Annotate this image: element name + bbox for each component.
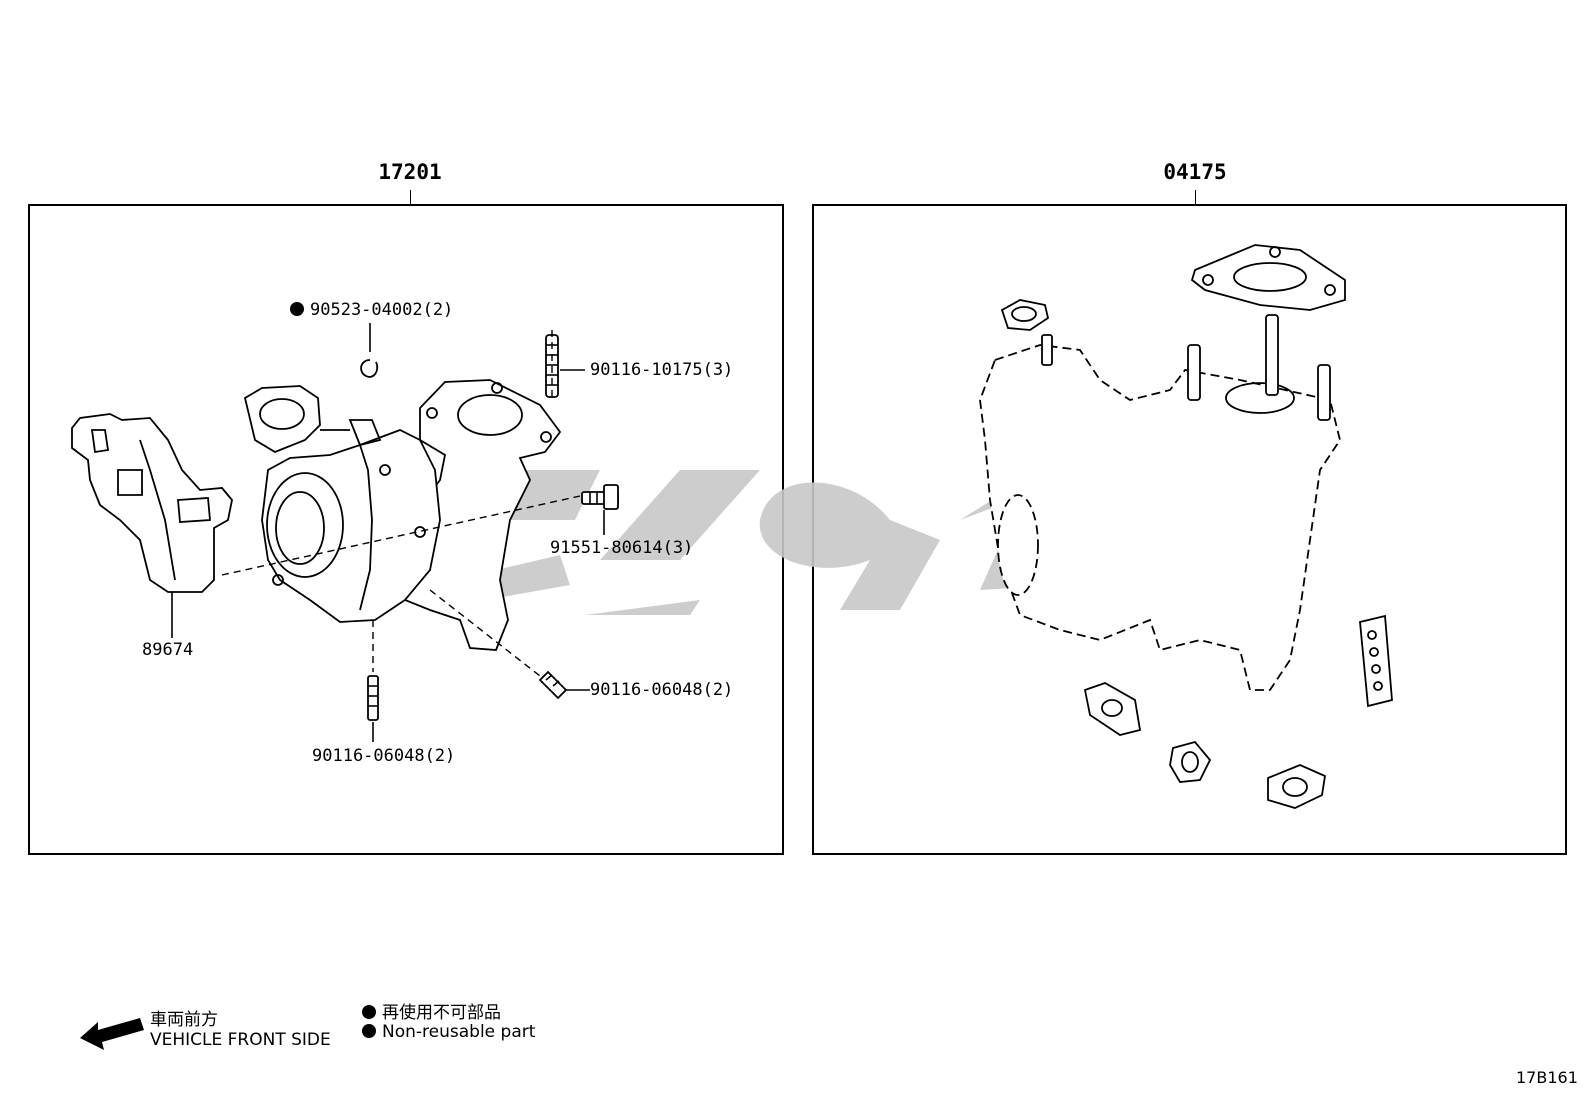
washer-90523-drawing [360,359,379,378]
callout-91551-80614: 91551-80614(3) [550,538,694,558]
callout-90523-04002: 90523-04002(2) [290,300,453,320]
legend-non-reusable-jp: 再使用不可部品 [362,998,501,1023]
assembly-tick-17201 [410,190,411,204]
callout-89674: 89674 [142,640,194,660]
callout-90116-06048-right: 90116-06048(2) [590,680,734,700]
turbocharger-drawing [243,379,562,651]
callout-90116-10175: 90116-10175(3) [590,360,734,380]
bolt-91551-drawing [581,484,619,510]
legend-bullet-icon [362,1005,376,1019]
vehicle-front-arrow-icon [80,1018,144,1050]
callout-90116-06048-bottom: 90116-06048(2) [312,746,456,766]
non-reusable-bullet-icon [290,302,304,316]
legend-vehicle-front-en: VEHICLE FRONT SIDE [150,1030,331,1050]
assembly-tick-04175 [1195,190,1196,204]
stud-90116-06048-bottom-drawing [367,675,379,721]
actuator-89674-drawing [71,413,233,593]
legend-bullet-icon [362,1024,376,1038]
gasket-kit-drawing [979,244,1393,809]
assembly-number-04175: 04175 [1163,160,1227,184]
legend-non-reusable-en: Non-reusable part [362,1022,535,1042]
assembly-number-17201: 17201 [378,160,442,184]
figure-code: 17B161 [1516,1068,1578,1087]
legend-vehicle-front-jp: 車両前方 [150,1010,218,1030]
stud-90116-06048-right-drawing [538,670,568,700]
